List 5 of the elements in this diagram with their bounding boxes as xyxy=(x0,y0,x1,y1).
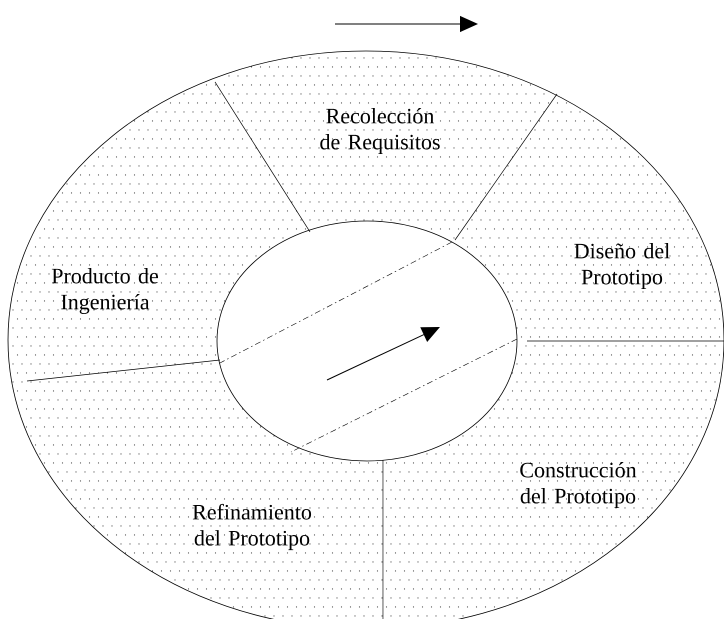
sector-label: Diseño del Prototipo xyxy=(574,243,670,289)
sector-label: Refinamiento del Prototipo xyxy=(192,504,312,550)
sector-label: Producto de Ingeniería xyxy=(52,268,158,314)
sector-label: Recolección de Requisitos xyxy=(320,108,440,154)
sector-label: Construcción del Prototipo xyxy=(520,462,636,508)
